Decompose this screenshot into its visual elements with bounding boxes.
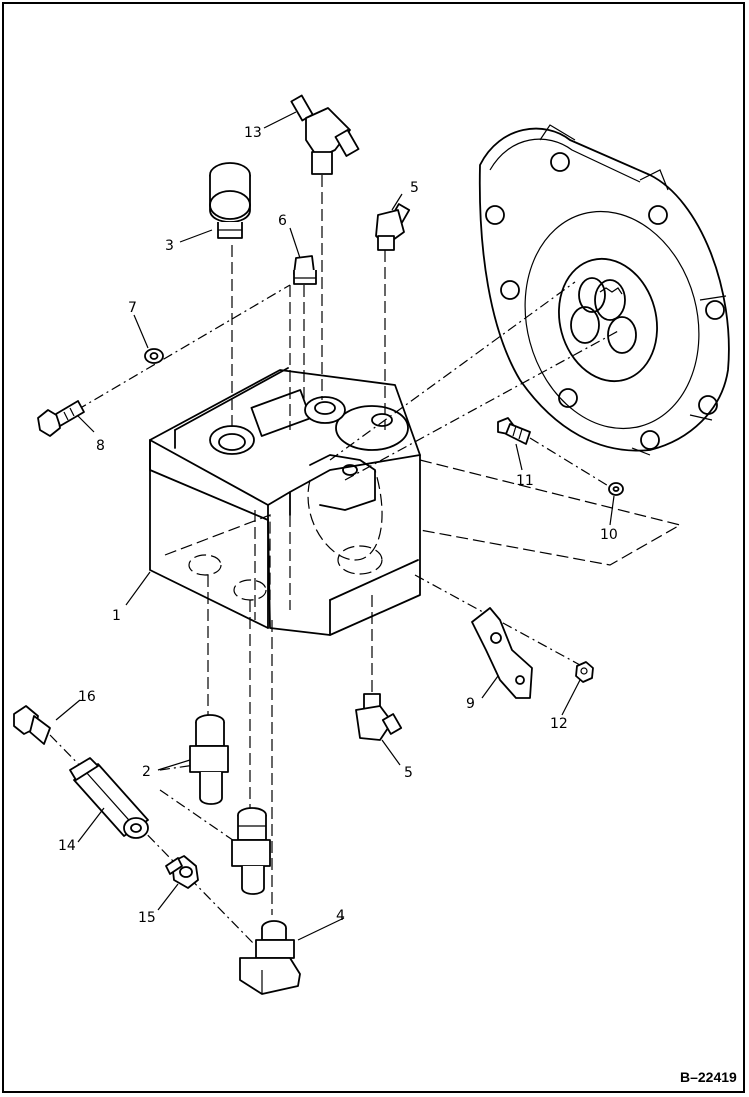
part-2-fitting-a <box>189 714 229 805</box>
part-7-washer <box>144 348 164 364</box>
callout-10: 10 <box>600 527 618 543</box>
part-5-top-elbow <box>375 203 411 251</box>
part-16-fitting <box>13 705 51 745</box>
part-12-nut <box>575 661 594 683</box>
part-5-bottom-elbow <box>355 693 403 741</box>
callout-14: 14 <box>58 838 76 854</box>
callout-3: 3 <box>165 238 174 254</box>
callout-7: 7 <box>128 300 137 316</box>
callout-2: 2 <box>142 764 151 780</box>
callout-5-bottom: 5 <box>404 765 413 781</box>
callout-5-top: 5 <box>410 180 419 196</box>
part-6-fitting <box>293 255 317 285</box>
callout-leaders <box>55 111 615 941</box>
part-13-elbow <box>290 94 360 175</box>
part-14-coupling <box>69 757 149 839</box>
part-3-fitting <box>209 162 251 239</box>
callout-1: 1 <box>112 608 121 624</box>
part-2-fitting-b <box>231 807 271 895</box>
callout-8: 8 <box>96 438 105 454</box>
callout-6: 6 <box>278 213 287 229</box>
part-4-elbow <box>239 920 301 995</box>
flywheel-housing <box>478 124 730 456</box>
part-9-bracket <box>471 607 533 699</box>
callout-labels: 13 3 6 5 7 8 11 10 1 9 12 5 2 4 16 14 15 <box>58 125 618 926</box>
pump-block <box>149 367 421 636</box>
callout-4: 4 <box>336 908 345 924</box>
callout-15: 15 <box>138 910 156 926</box>
part-11-bolt <box>497 417 531 445</box>
figure-id: B–22419 <box>680 1069 737 1085</box>
part-8-bolt <box>37 400 85 437</box>
callout-12: 12 <box>550 716 568 732</box>
callout-9: 9 <box>466 696 475 712</box>
callout-13: 13 <box>244 125 262 141</box>
callout-11: 11 <box>516 473 534 489</box>
part-15-fitting <box>165 855 199 889</box>
callout-16: 16 <box>78 689 96 705</box>
part-10-washer <box>608 482 624 496</box>
